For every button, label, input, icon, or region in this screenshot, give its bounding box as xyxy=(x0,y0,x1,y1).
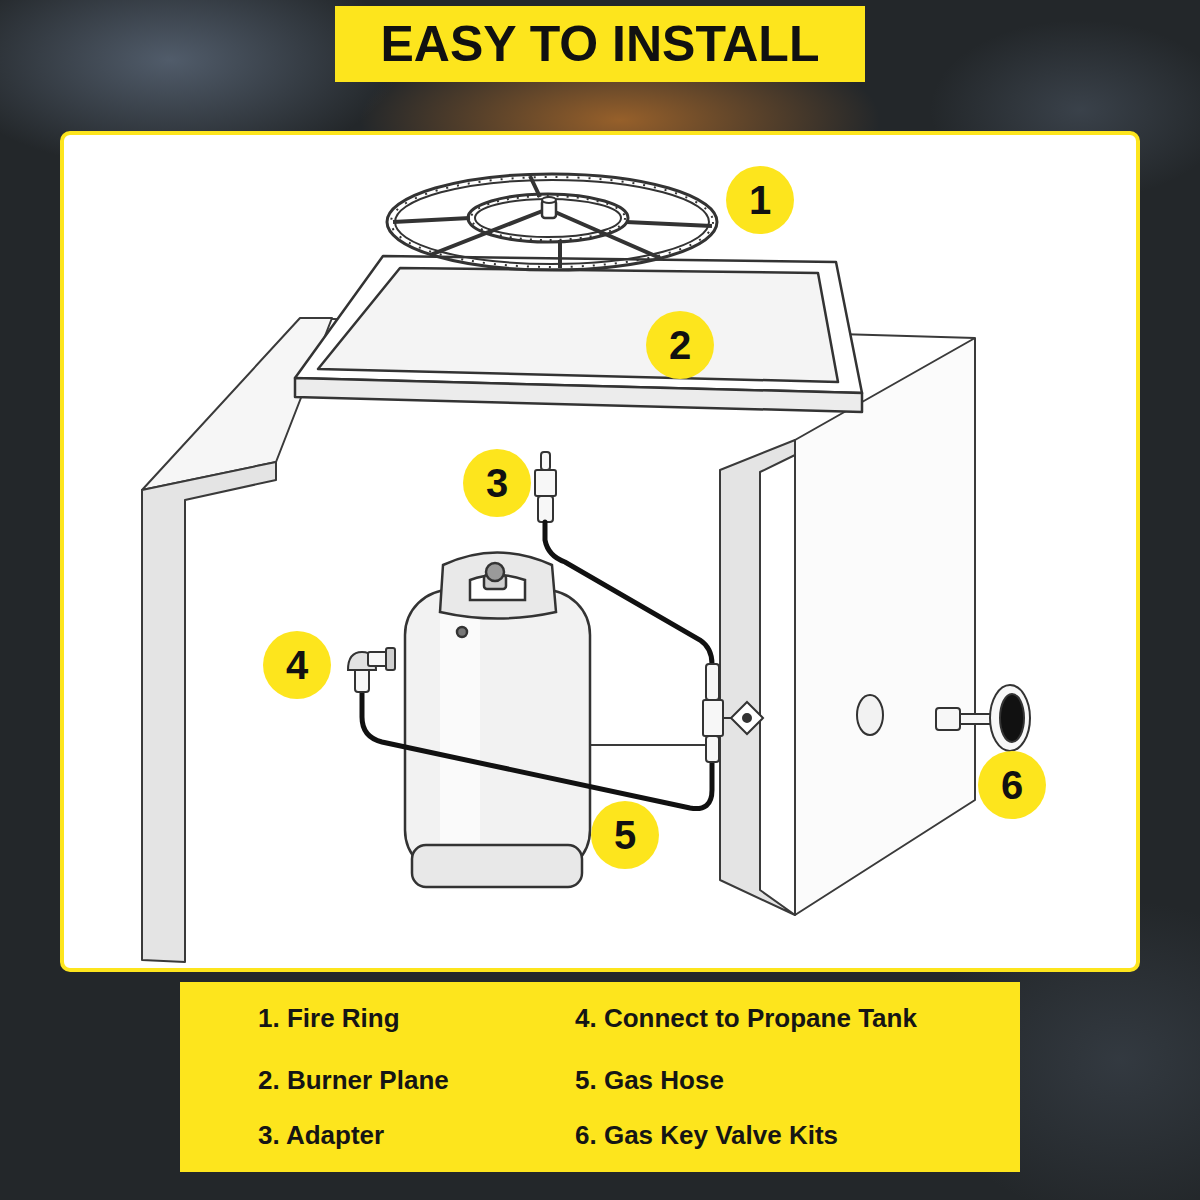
part-name: 2. Burner Plane xyxy=(258,1064,449,1096)
callout-number: 1 xyxy=(749,180,771,220)
left-wall-top xyxy=(142,318,332,490)
pan-basin xyxy=(318,268,838,382)
adapter xyxy=(535,452,556,522)
callout-number: 4 xyxy=(286,645,308,685)
callout-circle: 4 xyxy=(263,631,331,699)
right-wall-side xyxy=(795,338,975,915)
valve xyxy=(703,664,763,762)
callout-number: 5 xyxy=(614,815,636,855)
part-name: 3. Adapter xyxy=(258,1119,384,1151)
floor-edge xyxy=(590,744,720,746)
callout-circle: 6 xyxy=(978,751,1046,819)
left-wall-face xyxy=(142,462,276,962)
right-wall-face xyxy=(720,440,795,915)
fire-ring xyxy=(387,174,717,270)
callout-circle: 2 xyxy=(646,311,714,379)
propane-tank xyxy=(405,553,590,888)
parts-list-panel: 1. Fire Ring 2. Burner Plane 3. Adapter 4. … xyxy=(180,982,1020,1172)
callout-circle: 3 xyxy=(463,449,531,517)
enclosure xyxy=(142,318,975,962)
callout-circle: 5 xyxy=(591,801,659,869)
callout-number: 2 xyxy=(669,325,691,365)
part-name: 4. Connect to Propane Tank xyxy=(575,1002,917,1034)
regulator xyxy=(348,648,395,692)
burner-pan xyxy=(295,256,862,412)
title-banner: EASY TO INSTALL xyxy=(335,6,865,82)
part-name: 1. Fire Ring xyxy=(258,1002,400,1034)
part-name: 5. Gas Hose xyxy=(575,1064,724,1096)
gas-hose xyxy=(362,522,712,809)
callout-number: 6 xyxy=(1001,765,1023,805)
pan-front xyxy=(295,378,862,412)
white-panel xyxy=(62,133,1138,970)
callout-circle: 1 xyxy=(726,166,794,234)
part-name: 6. Gas Key Valve Kits xyxy=(575,1119,838,1151)
key-valve xyxy=(857,685,1030,751)
callout-number: 3 xyxy=(486,463,508,503)
pan-rim xyxy=(295,256,862,393)
